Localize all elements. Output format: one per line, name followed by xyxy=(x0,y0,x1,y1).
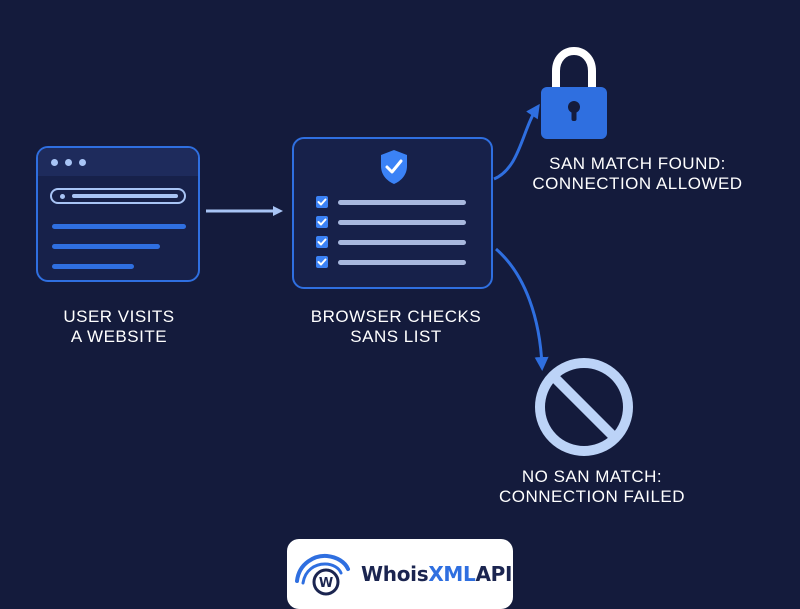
checkbox-checked-icon xyxy=(316,236,328,248)
window-dot-icon xyxy=(51,159,58,166)
outcome-label-success: SAN MATCH FOUND: CONNECTION ALLOWED xyxy=(532,154,743,193)
window-dot-icon xyxy=(65,159,72,166)
checkbox-checked-icon xyxy=(316,216,328,228)
checklist-line xyxy=(338,260,466,265)
step-label-check: BROWSER CHECKS SANS LIST xyxy=(310,307,482,346)
page-content-line xyxy=(52,224,186,229)
checkbox-checked-icon xyxy=(316,196,328,208)
whoisxmlapi-logo: W WhoisXMLAPI xyxy=(287,539,513,609)
padlock-icon xyxy=(541,46,607,139)
prohibited-icon xyxy=(535,358,633,456)
browser-window-icon xyxy=(36,146,200,282)
shield-check-icon xyxy=(381,150,407,184)
arrow-to-success xyxy=(493,103,540,181)
checkbox-checked-icon xyxy=(316,256,328,268)
sans-checklist-icon xyxy=(292,137,493,289)
checklist-line xyxy=(338,240,466,245)
address-bar xyxy=(50,188,186,204)
checklist-line xyxy=(338,200,466,205)
browser-titlebar xyxy=(38,148,198,176)
page-content-line xyxy=(52,264,134,269)
page-content-line xyxy=(52,244,160,249)
outcome-label-failure: NO SAN MATCH: CONNECTION FAILED xyxy=(498,467,686,506)
arrow-to-failure xyxy=(495,247,549,371)
step-label-visit: USER VISITS A WEBSITE xyxy=(63,307,175,346)
logo-emblem-icon: W xyxy=(295,553,350,596)
logo-wordmark: WhoisXMLAPI xyxy=(361,562,513,586)
svg-text:W: W xyxy=(319,576,333,591)
checklist-line xyxy=(338,220,466,225)
window-dot-icon xyxy=(79,159,86,166)
